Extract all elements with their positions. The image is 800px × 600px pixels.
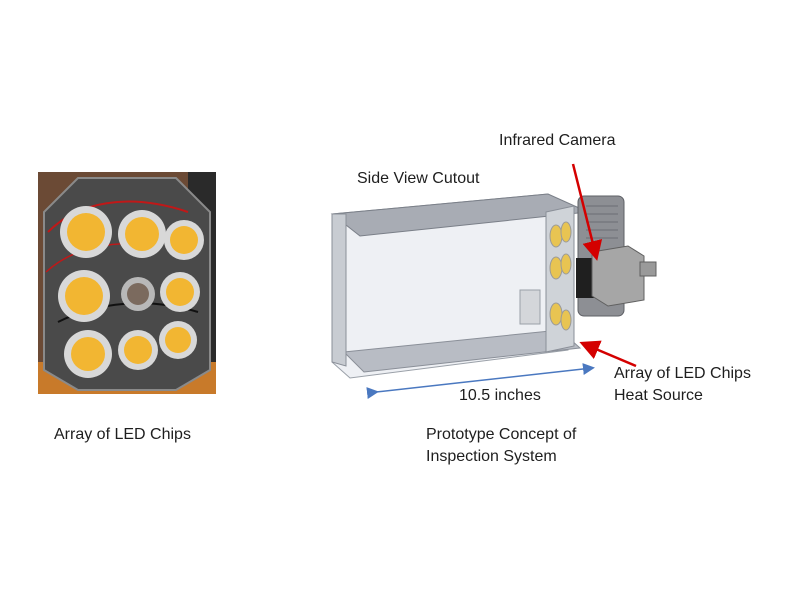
dimension-label: 10.5 inches <box>459 387 541 404</box>
enclosure-floor <box>342 329 582 373</box>
enclosure-frame-left <box>331 213 347 367</box>
red-wire <box>47 200 189 233</box>
diagram-caption-line1: Prototype Concept of <box>426 426 577 443</box>
led-label-line2: Heat Source <box>614 387 703 404</box>
led-chips-cad <box>549 221 572 331</box>
diagram-caption-line2: Inspection System <box>426 448 557 465</box>
camera-body <box>591 245 645 307</box>
camera-callout-arrow <box>571 163 603 261</box>
camera-lens <box>576 258 606 298</box>
camera-label: Infrared Camera <box>499 132 616 149</box>
camera-connector <box>639 261 657 277</box>
camera-back-plate <box>577 195 625 317</box>
led-panel <box>545 205 575 353</box>
led-label-line1: Array of LED Chips <box>614 365 751 382</box>
side-view-label: Side View Cutout <box>357 170 480 187</box>
bracket <box>519 289 541 325</box>
photo-caption: Array of LED Chips <box>54 426 191 443</box>
enclosure-lid <box>330 193 590 237</box>
led-array-photo <box>38 172 216 394</box>
led-chip-group <box>58 206 204 378</box>
enclosure-body <box>331 193 569 379</box>
camera-fins <box>586 205 618 239</box>
